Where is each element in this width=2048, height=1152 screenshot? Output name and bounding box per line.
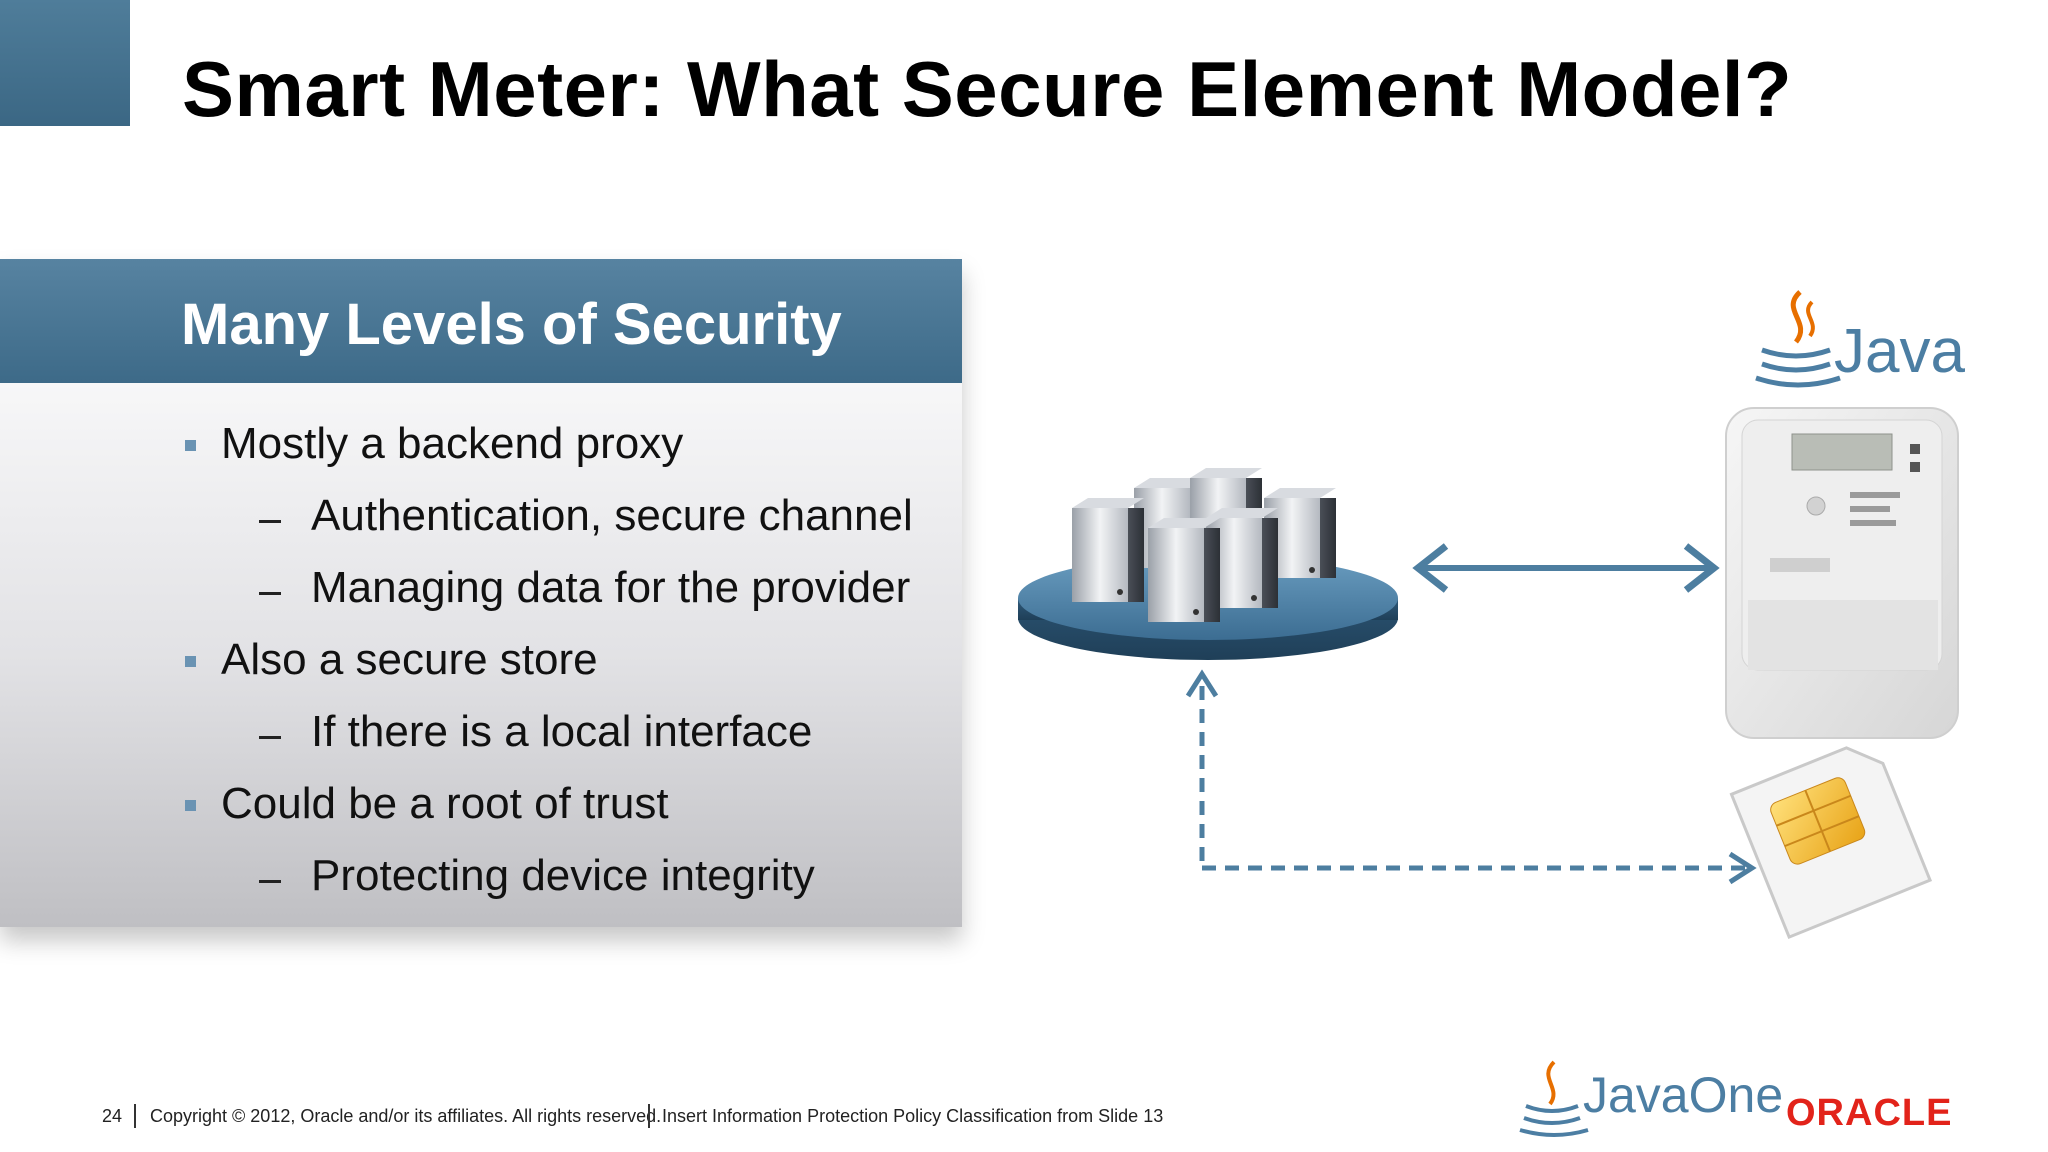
list-item: Also a secure store	[221, 635, 598, 684]
list-item: Managing data for the provider	[311, 563, 911, 612]
footer-divider	[134, 1104, 136, 1128]
bullet-dash	[259, 736, 281, 739]
list-item: Authentication, secure channel	[311, 491, 913, 540]
bullet-dash	[259, 592, 281, 595]
footer-divider	[648, 1104, 650, 1128]
panel-header: Many Levels of Security	[0, 259, 962, 383]
bullet-square	[185, 656, 196, 667]
bullet-dash	[259, 880, 281, 883]
bullet-square	[185, 440, 196, 451]
list-item: If there is a local interface	[311, 707, 813, 756]
java-cup-icon	[1755, 290, 1841, 388]
javaone-logo-text: JavaOne	[1583, 1067, 1784, 1123]
javaone-cup-icon	[1519, 1060, 1589, 1137]
list-item: Could be a root of trust	[221, 779, 669, 828]
security-panel: Many Levels of Security Mostly a backend…	[0, 259, 962, 927]
oracle-logo: ORACLE	[1786, 1092, 1953, 1134]
smart-meter-icon	[1725, 407, 1959, 739]
copyright-text: Copyright © 2012, Oracle and/or its affi…	[150, 1106, 662, 1126]
bidirectional-arrow	[1412, 543, 1720, 593]
server-cluster-icon	[1018, 468, 1398, 660]
corner-accent-block	[0, 0, 130, 126]
list-item: Mostly a backend proxy	[221, 419, 684, 468]
javaone-logo: JavaOne	[1520, 1058, 1783, 1138]
page-number: 24	[102, 1106, 123, 1126]
bullet-dash	[259, 520, 281, 523]
java-logo: Java	[1752, 288, 1965, 398]
sim-card-icon	[1729, 746, 1933, 940]
list-item: Protecting device integrity	[311, 851, 815, 900]
panel-title: Many Levels of Security	[181, 292, 842, 357]
panel-body: Mostly a backend proxy Authentication, s…	[0, 383, 962, 927]
java-logo-text: Java	[1834, 317, 1965, 386]
bullet-square	[185, 800, 196, 811]
bullet-list: Mostly a backend proxy Authentication, s…	[0, 383, 962, 927]
dashed-arrow	[1185, 669, 1757, 885]
slide-title: Smart Meter: What Secure Element Model?	[182, 45, 1793, 133]
classification-text: Insert Information Protection Policy Cla…	[662, 1106, 1164, 1126]
